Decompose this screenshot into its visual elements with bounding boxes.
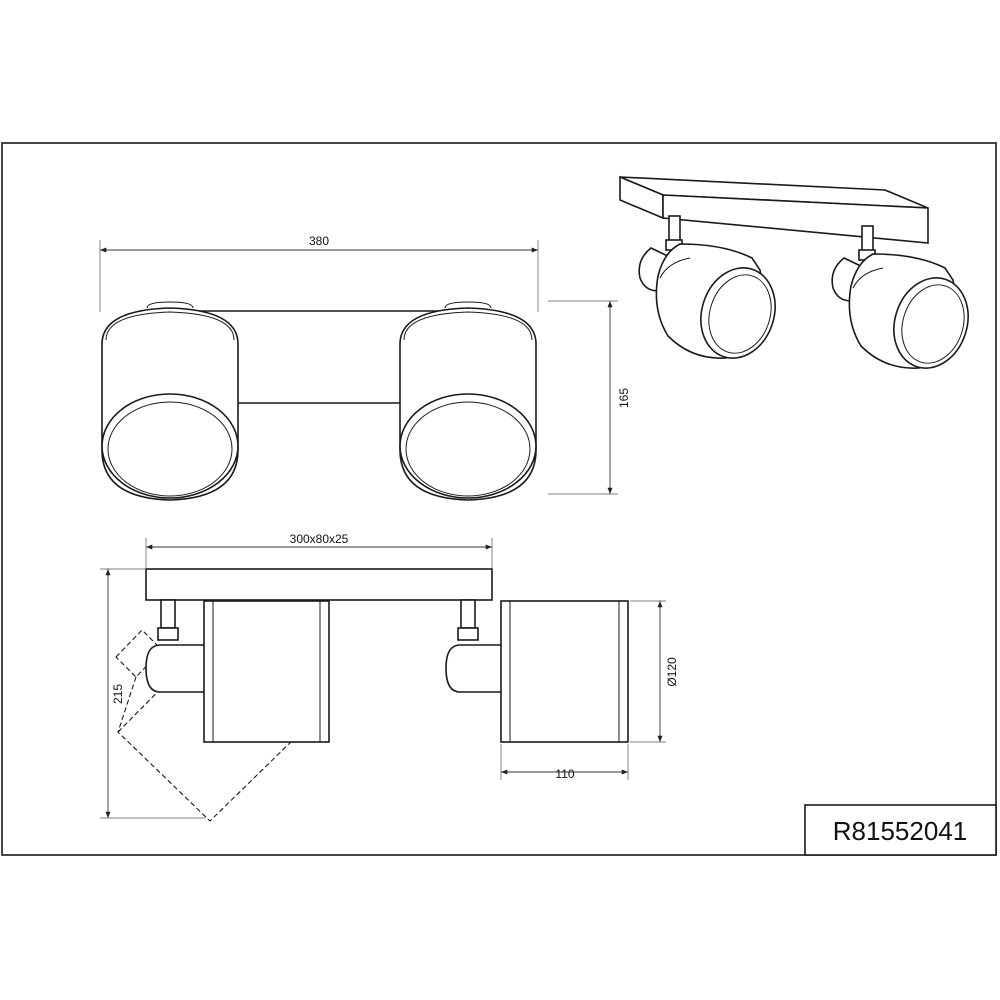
dim-height-front: 165 bbox=[617, 388, 631, 408]
iso-base-plate bbox=[619, 175, 929, 244]
front-right-shade bbox=[399, 301, 537, 501]
product-code: R81552041 bbox=[833, 816, 967, 846]
side-right-fixture bbox=[445, 599, 629, 743]
side-left-fixture bbox=[145, 599, 330, 743]
dim-height-side: 215 bbox=[111, 684, 125, 704]
dim-base-plate: 300x80x25 bbox=[290, 532, 349, 546]
isometric-view bbox=[619, 175, 969, 369]
dim-depth: 110 bbox=[555, 767, 574, 781]
iso-left-spot bbox=[638, 215, 776, 359]
iso-right-spot bbox=[831, 225, 969, 369]
dim-overall-width: 380 bbox=[309, 234, 329, 248]
side-view: 300x80x25 215 Ø120 110 bbox=[100, 532, 679, 822]
front-view: 380 165 bbox=[99, 234, 631, 501]
front-left-shade bbox=[101, 301, 239, 501]
title-block: R81552041 bbox=[804, 804, 997, 856]
drawing-frame bbox=[1, 142, 997, 856]
side-base-plate bbox=[145, 568, 493, 601]
dim-diameter: Ø120 bbox=[665, 657, 679, 687]
